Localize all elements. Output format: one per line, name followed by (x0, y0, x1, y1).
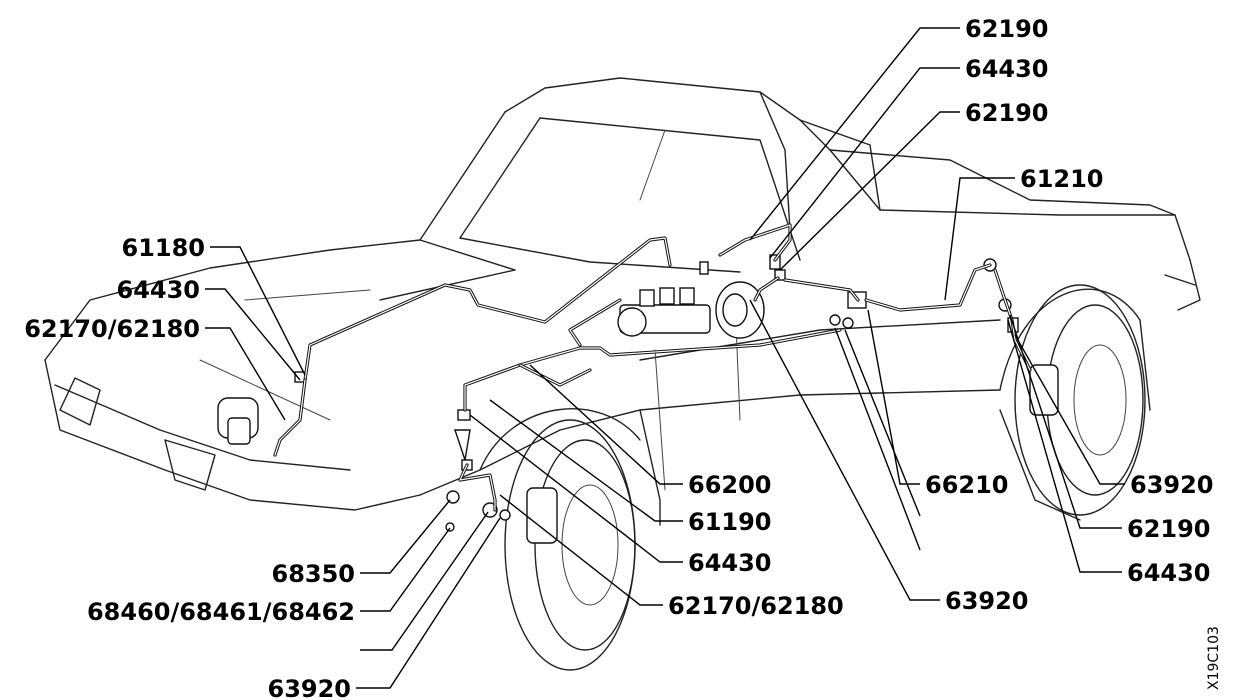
label-61210: 61210 (1020, 165, 1104, 193)
part-labels: 62190 64430 62190 61210 61180 64430 6217… (24, 15, 1213, 700)
label-63920-c: 63920 (1130, 471, 1214, 499)
label-62190-a: 62190 (965, 15, 1049, 43)
label-64430-a: 64430 (965, 55, 1049, 83)
label-62190-c: 62190 (1127, 515, 1211, 543)
label-68460-68461-68462: 68460/68461/68462 (87, 598, 355, 626)
brake-components (217, 254, 1059, 544)
label-62190-b: 62190 (965, 99, 1049, 127)
label-64430-b: 64430 (117, 276, 201, 304)
label-66200: 66200 (688, 471, 772, 499)
rear-wheel (999, 284, 1146, 521)
label-61180: 61180 (122, 234, 206, 262)
drawing-code: X19C103 (1206, 626, 1222, 690)
label-66210: 66210 (925, 471, 1009, 499)
label-64430-d: 64430 (1127, 559, 1211, 587)
label-62170-62180-b: 62170/62180 (668, 592, 844, 620)
label-61190: 61190 (688, 508, 772, 536)
car-outline (44, 77, 1201, 526)
front-wheel (504, 419, 636, 671)
label-63920-a: 63920 (268, 675, 352, 700)
label-62170-62180-a: 62170/62180 (24, 315, 200, 343)
label-63920-b: 63920 (945, 587, 1029, 615)
label-64430-c: 64430 (688, 549, 772, 577)
label-68350: 68350 (272, 560, 356, 588)
leader-lines (205, 27, 1125, 689)
